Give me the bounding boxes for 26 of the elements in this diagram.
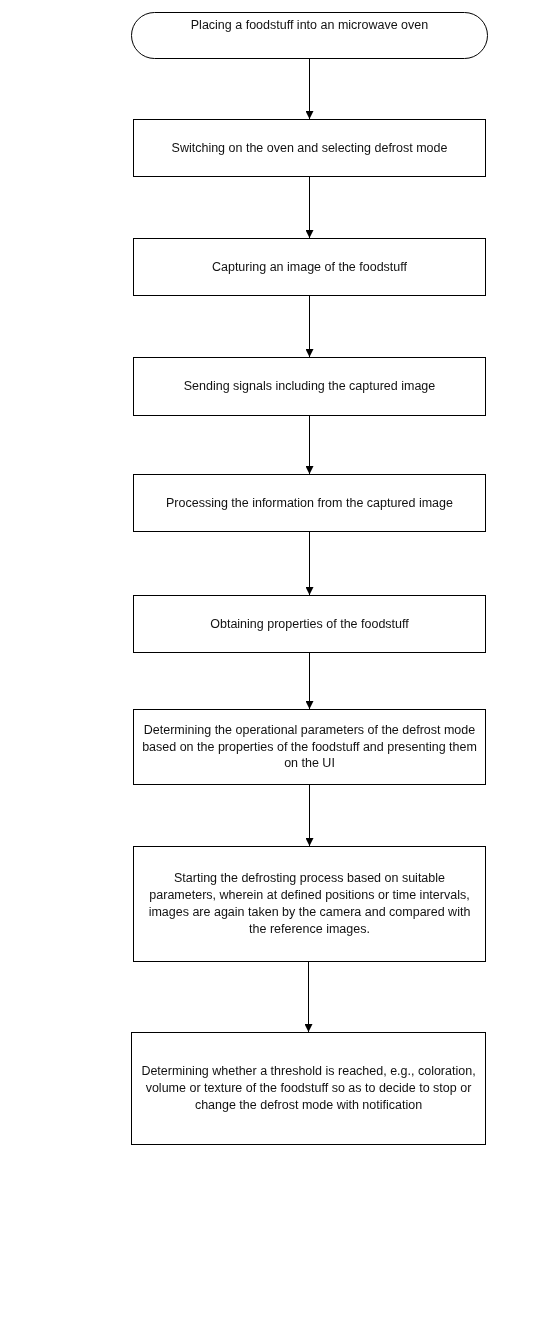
step-text: Determining whether a threshold is reached, e.g., coloration, volume or texture of the foodstuff so as to decide to stop or change the defrost mode with notification xyxy=(140,1063,477,1114)
arrow xyxy=(305,176,314,239)
arrow xyxy=(305,415,314,475)
process-box xyxy=(133,709,486,785)
arrow xyxy=(304,961,313,1033)
step-text: Processing the information from the captured image xyxy=(166,494,453,512)
step-text: Placing a foodstuff into an microwave oven xyxy=(190,17,429,34)
step-text: Obtaining properties of the foodstuff xyxy=(210,615,409,633)
terminal-shape xyxy=(131,12,488,59)
process-box xyxy=(133,119,486,177)
process-box xyxy=(133,846,486,962)
process-box xyxy=(131,1032,486,1145)
step-text: Starting the defrosting process based on suitable parameters, wherein at defined positions or time intervals, images are again taken by the camera and compared with the reference images. xyxy=(147,870,472,938)
arrow xyxy=(305,58,314,120)
arrow xyxy=(305,784,314,847)
step-text: Determining the operational parameters of the defrost mode based on the properties of the foodstuff and presenting them on the UI xyxy=(141,721,478,773)
process-box xyxy=(133,474,486,532)
step-text: Switching on the oven and selecting defrost mode xyxy=(171,139,448,157)
step-text: Capturing an image of the foodstuff xyxy=(211,258,407,276)
process-box xyxy=(133,357,486,416)
arrow xyxy=(305,652,314,710)
process-box xyxy=(133,238,486,296)
arrow xyxy=(305,295,314,358)
arrow xyxy=(305,531,314,596)
process-box xyxy=(133,595,486,653)
step-text: Sending signals including the captured image xyxy=(183,378,436,395)
